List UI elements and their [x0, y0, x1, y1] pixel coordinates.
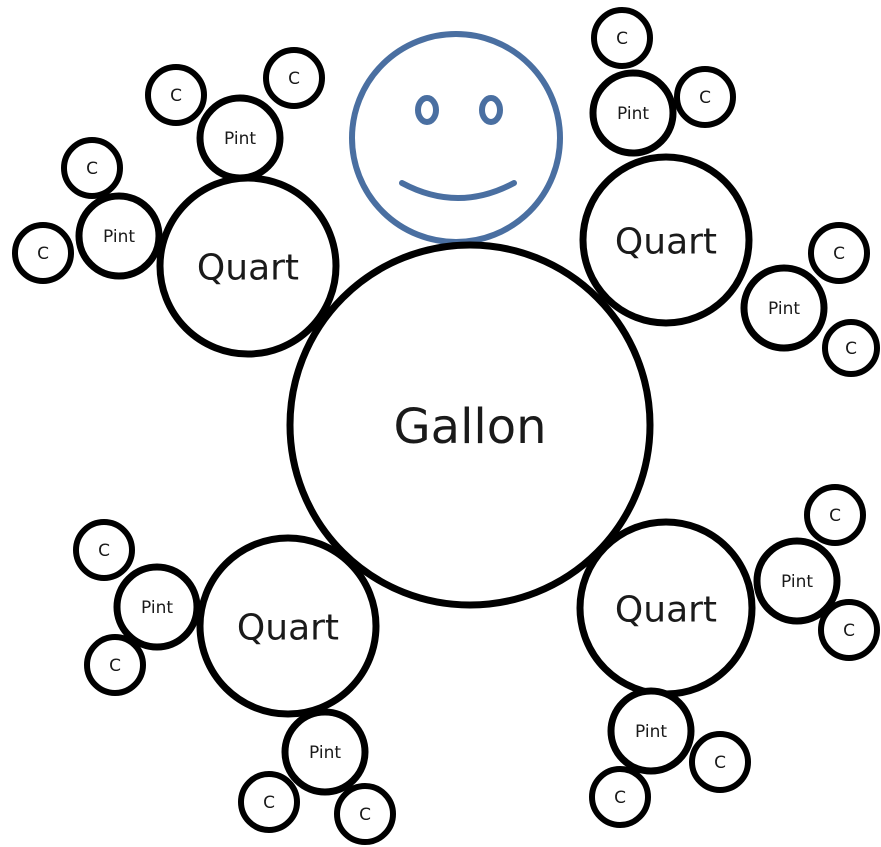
cup-node: C	[591, 7, 653, 69]
cup-label: C	[614, 788, 626, 808]
pint-label: Pint	[103, 227, 135, 247]
pint-node: Pint	[753, 537, 841, 625]
quart-node: Quart	[576, 518, 756, 698]
quart-label: Quart	[615, 590, 717, 631]
cup-node: C	[84, 634, 146, 696]
gallon-label: Gallon	[393, 399, 546, 455]
cup-node: C	[73, 519, 135, 581]
cup-node: C	[238, 771, 300, 833]
cup-node: C	[804, 484, 866, 546]
cup-node: C	[689, 731, 751, 793]
cup-node: C	[145, 64, 207, 126]
cup-label: C	[288, 69, 300, 89]
cup-label: C	[109, 656, 121, 676]
cup-label: C	[699, 88, 711, 108]
quart-label: Quart	[615, 222, 717, 263]
cup-node: C	[334, 783, 396, 845]
cup-node: C	[674, 66, 736, 128]
pint-label: Pint	[768, 299, 800, 319]
pint-label: Pint	[141, 598, 173, 618]
pint-label: Pint	[635, 722, 667, 742]
cup-node: C	[818, 599, 880, 661]
pint-label: Pint	[781, 572, 813, 592]
smiley-face-icon	[349, 31, 563, 245]
cup-node: C	[589, 766, 651, 828]
pint-node: Pint	[75, 192, 163, 280]
cup-label: C	[170, 86, 182, 106]
cup-label: C	[714, 753, 726, 773]
pint-node: Pint	[281, 708, 369, 796]
cup-label: C	[98, 541, 110, 561]
cup-label: C	[833, 244, 845, 264]
pint-label: Pint	[309, 743, 341, 763]
pint-node: Pint	[607, 687, 695, 775]
cup-node: C	[822, 319, 880, 377]
cup-label: C	[845, 339, 857, 359]
cup-label: C	[37, 244, 49, 264]
cup-label: C	[829, 506, 841, 526]
cup-node: C	[808, 222, 870, 284]
quart-node: Quart	[156, 174, 340, 358]
pint-label: Pint	[224, 129, 256, 149]
cup-label: C	[263, 793, 275, 813]
cup-label: C	[86, 159, 98, 179]
pint-node: Pint	[740, 264, 828, 352]
cup-label: C	[616, 29, 628, 49]
pint-label: Pint	[617, 104, 649, 124]
quart-label: Quart	[237, 608, 339, 649]
cup-node: C	[61, 137, 123, 199]
quart-label: Quart	[197, 248, 299, 289]
quart-node: Quart	[579, 153, 753, 327]
cup-label: C	[359, 805, 371, 825]
quart-node: Quart	[196, 534, 380, 718]
cup-label: C	[843, 621, 855, 641]
pint-node: Pint	[589, 69, 677, 157]
cup-node: C	[263, 47, 325, 109]
gallon-node: Gallon	[286, 241, 654, 609]
pint-node: Pint	[196, 94, 284, 182]
pint-node: Pint	[113, 563, 201, 651]
cup-node: C	[12, 222, 74, 284]
